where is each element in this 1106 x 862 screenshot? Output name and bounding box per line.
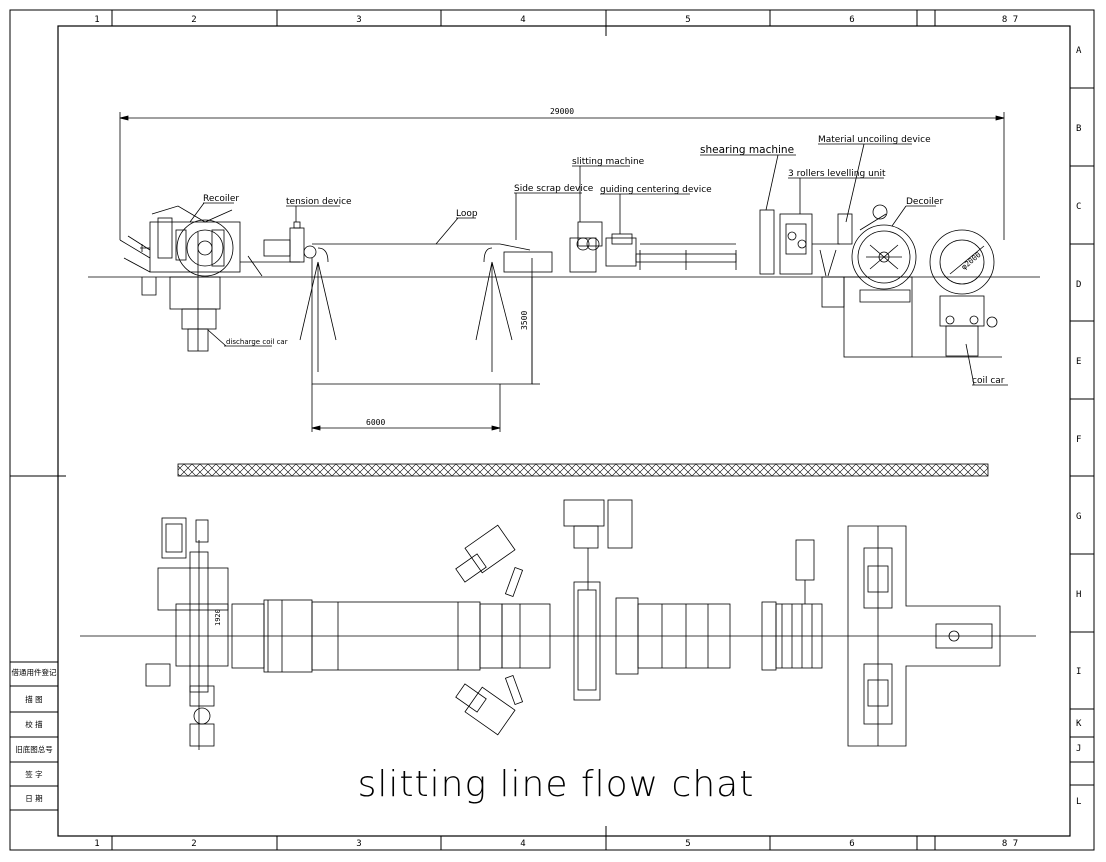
plan-view: 1920 [80, 499, 1036, 750]
side-scrap-device-label: Side scrap device [514, 184, 594, 194]
zone-bottom-87: 8 7 [1002, 839, 1018, 849]
title-block-row-6: 日 期 [25, 794, 42, 803]
title-block-row-3: 校 描 [25, 719, 43, 729]
zone-labels: 1 2 3 4 5 6 8 7 1 2 3 4 5 6 8 7 A B C D … [94, 15, 1082, 849]
title-block-row-1: 借通用件登记 [12, 667, 57, 677]
title-block-row-2: 描 图 [25, 694, 42, 704]
zone-side-I: I [1076, 667, 1081, 677]
shear-leveller-plan [761, 539, 823, 671]
material-uncoiling-device-label: Material uncoiling device [818, 135, 931, 145]
overall-length-dimension: 29000 [550, 107, 574, 116]
zone-side-A: A [1076, 46, 1082, 56]
loop-label: Loop [456, 209, 478, 219]
zone-side-J: J [1076, 744, 1081, 754]
recoiler-label: Recoiler [203, 194, 239, 204]
decoiler-label: Decoiler [906, 197, 943, 207]
decoiler-plan [847, 525, 1001, 747]
slitting-plan [479, 499, 633, 701]
tension-device-machine [240, 221, 317, 277]
zone-side-H: H [1076, 590, 1081, 600]
side-scrap-plan-units [455, 524, 524, 736]
zone-side-G: G [1076, 512, 1081, 522]
tension-device-label: tension device [286, 197, 352, 207]
loop-pit-length-dimension: 6000 [366, 418, 385, 427]
zone-top-5: 5 [685, 15, 690, 25]
coil-car-dimension: 1920 [214, 609, 222, 626]
shearing-levelling-section [759, 204, 888, 308]
hatched-separator [177, 463, 989, 477]
zone-bottom-2: 2 [191, 839, 196, 849]
loop-pit [299, 243, 533, 385]
coil-diameter-dimension: φ2000 [960, 250, 983, 272]
guiding-centering-device-label: guiding centering device [600, 185, 712, 195]
recoiler-plan: 1920 [145, 517, 229, 750]
zone-side-F: F [1076, 435, 1081, 445]
zone-side-D: D [1076, 280, 1081, 290]
guiding-plan [615, 597, 731, 675]
zone-bottom-4: 4 [520, 839, 525, 849]
shearing-machine-label: shearing machine [700, 144, 794, 156]
coil-and-coil-car: φ2000 [912, 229, 1002, 358]
zone-top-1: 1 [94, 15, 99, 25]
zone-top-6: 6 [849, 15, 854, 25]
decoiler-machine [843, 224, 917, 358]
overall-dimension: 29000 [119, 107, 1005, 240]
coil-car-label: coil car [972, 376, 1005, 386]
elevation-view: 29000 Recoiler [88, 107, 1040, 432]
zone-bottom-3: 3 [356, 839, 361, 849]
zone-side-L: L [1076, 797, 1081, 807]
zone-top-4: 4 [520, 15, 525, 25]
drawing-title: slitting line flow chat [358, 764, 755, 805]
title-block-row-5: 签 字 [25, 769, 42, 779]
loop-plan [231, 599, 481, 673]
zone-bottom-1: 1 [94, 839, 99, 849]
zone-side-C: C [1076, 202, 1081, 212]
zone-bottom-5: 5 [685, 839, 690, 849]
zone-bottom-6: 6 [849, 839, 854, 849]
slitting-machine-label: slitting machine [572, 157, 645, 167]
zone-top-2: 2 [191, 15, 196, 25]
drawing-frame [9, 9, 1095, 851]
levelling-unit-label: 3 rollers levelling unit [788, 169, 886, 179]
slitting-section-machines [503, 221, 737, 273]
zone-side-B: B [1076, 124, 1081, 134]
zone-side-E: E [1076, 357, 1081, 367]
title-block: 借通用件登记 描 图 校 描 旧底图总号 签 字 日 期 [9, 661, 59, 811]
zone-top-3: 3 [356, 15, 361, 25]
zone-side-K: K [1076, 719, 1082, 729]
discharge-coil-car-label: discharge coil car [226, 338, 288, 346]
loop-pit-dimensions: 6000 3500 [311, 277, 540, 432]
recoiler-machine [119, 205, 241, 352]
loop-pit-depth-dimension: 3500 [520, 311, 529, 330]
title-block-row-4: 旧底图总号 [15, 744, 53, 754]
zone-top-87: 8 7 [1002, 15, 1018, 25]
